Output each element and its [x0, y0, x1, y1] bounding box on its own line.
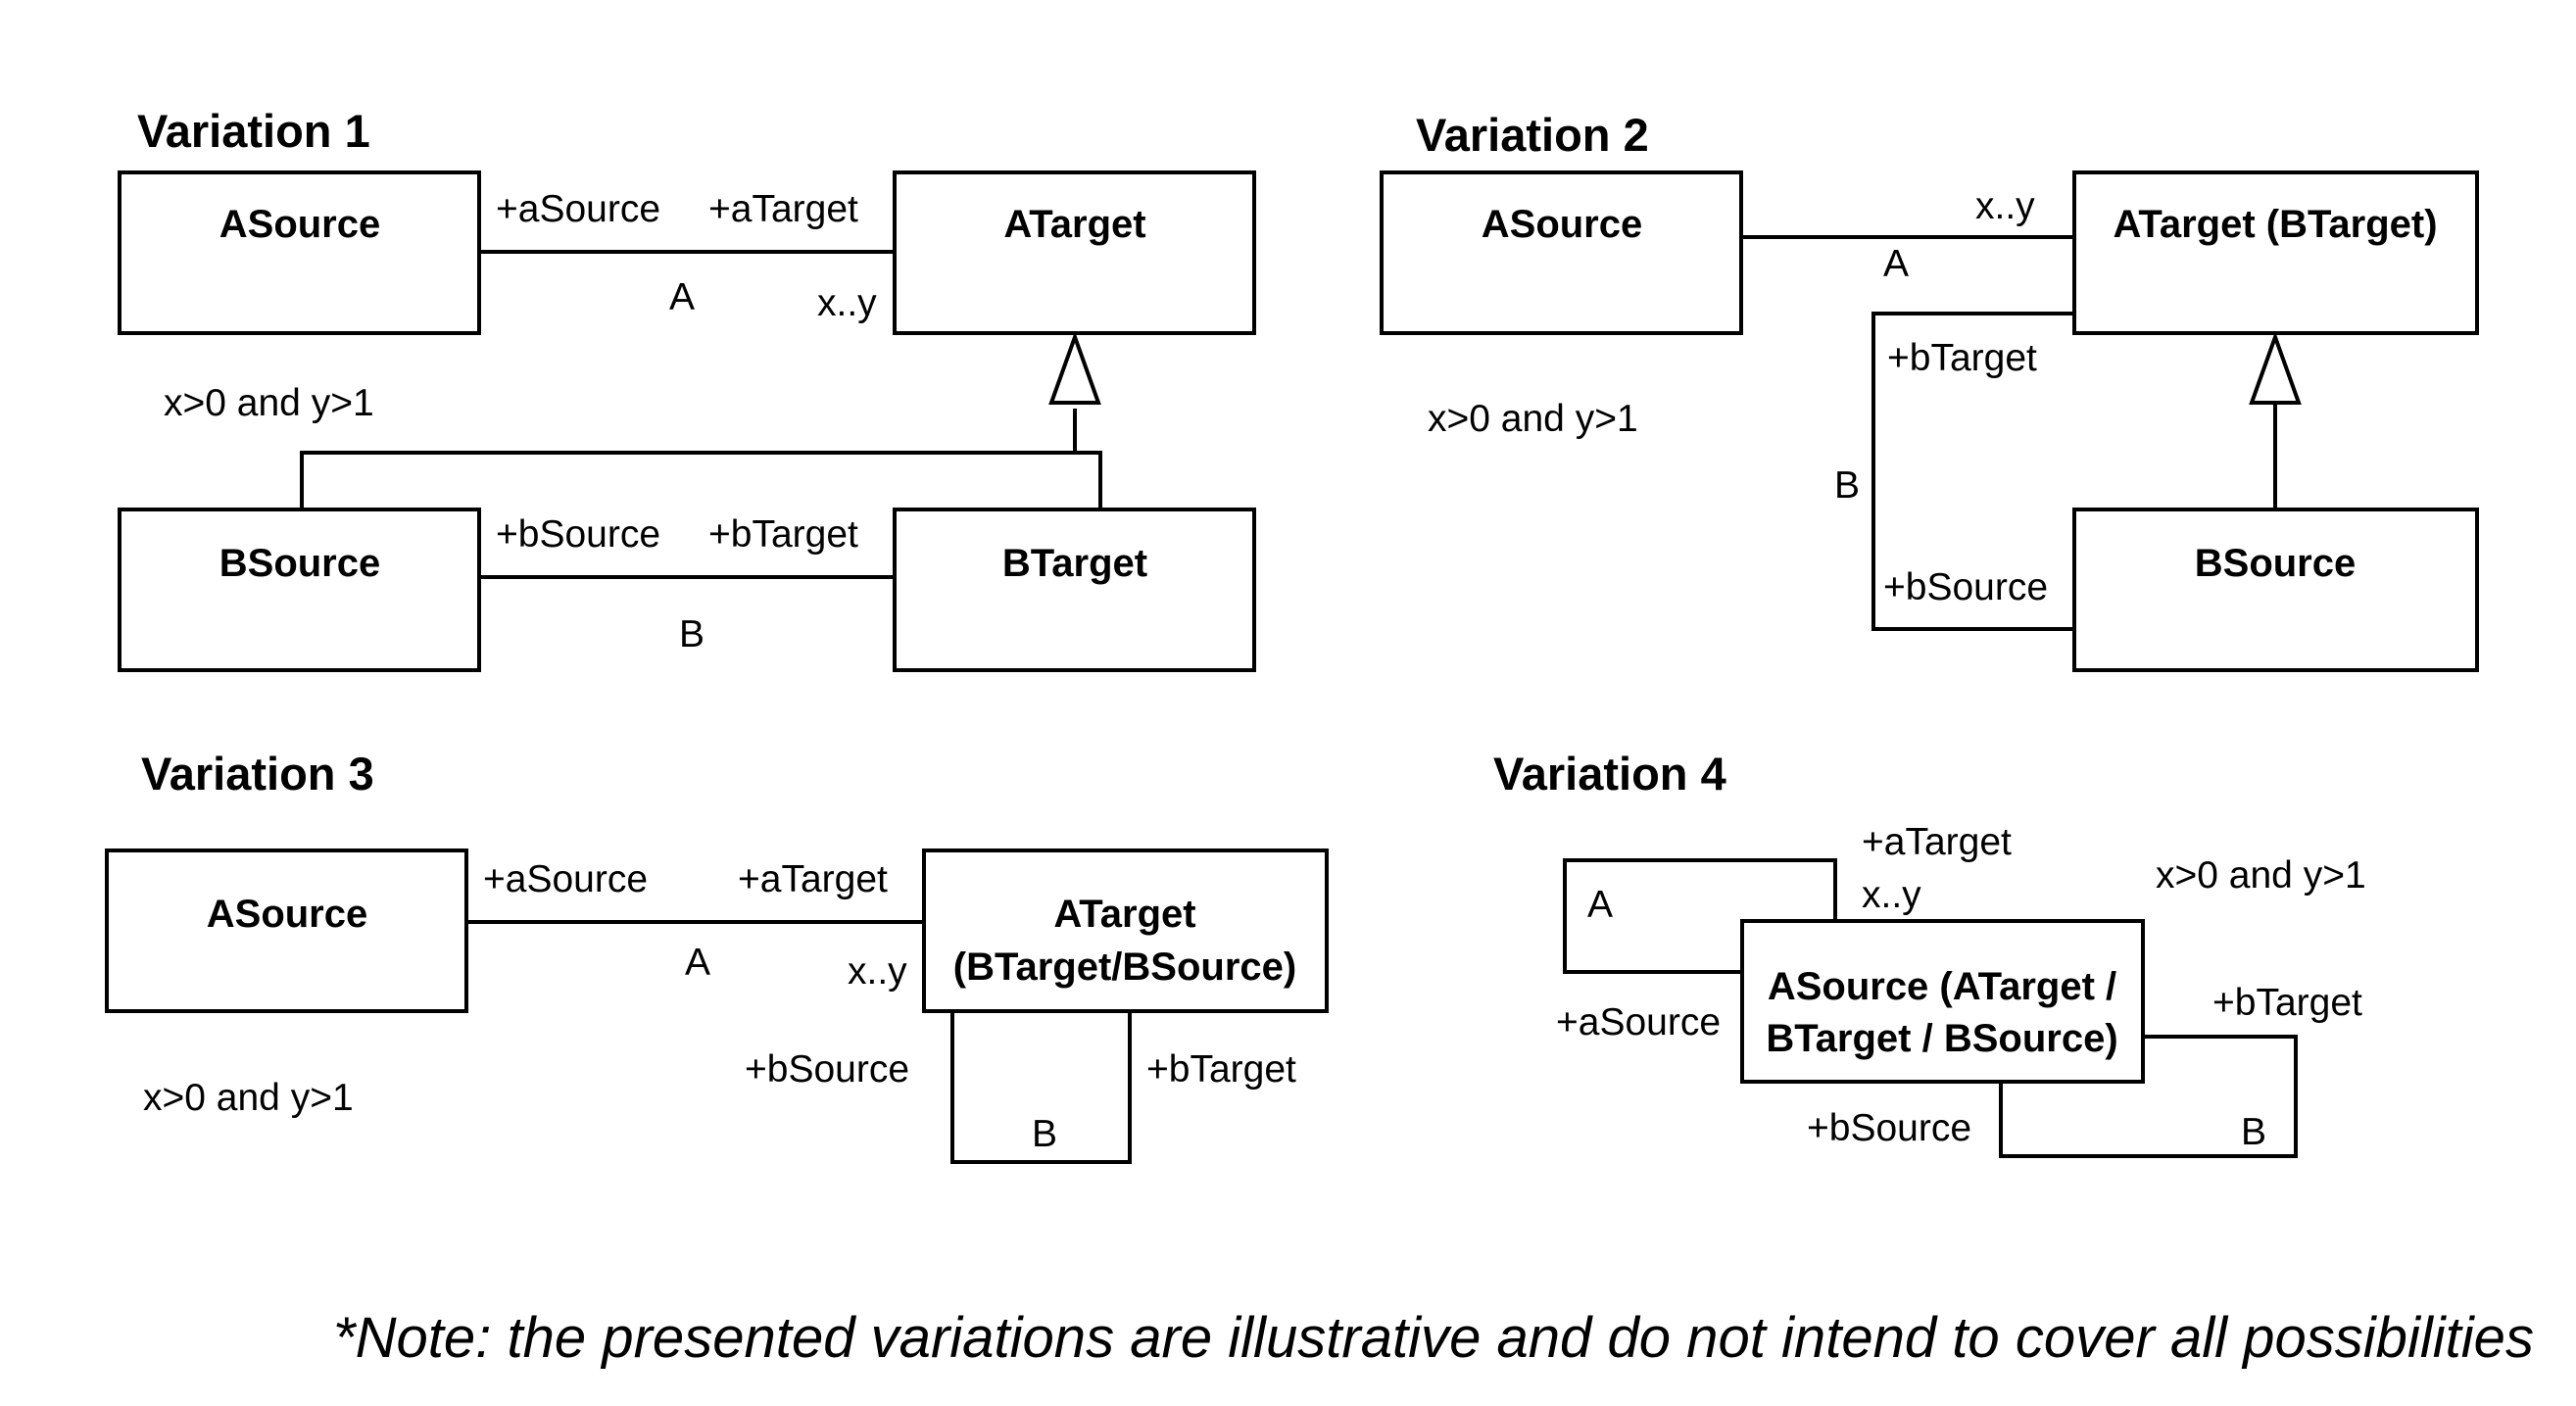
- v4-association-b-self-loop: [1999, 1035, 2298, 1158]
- v1-btarget-label: BTarget: [1002, 542, 1147, 585]
- v3-assoc-a-label: A: [685, 942, 710, 984]
- v1-role-atarget: +aTarget: [708, 188, 858, 230]
- v4-association-a-self-loop: [1563, 858, 1837, 974]
- variation-4: Variation 4 ASource (ATarget / BTarget /…: [1493, 748, 2366, 1158]
- v3-atarget-label-line1: ATarget: [1053, 893, 1195, 936]
- v4-multiplicity: x..y: [1862, 874, 1921, 916]
- v1-role-bsource: +bSource: [496, 513, 660, 556]
- v1-inheritance-arrowhead: [1048, 331, 1101, 405]
- v2-assoc-a-label: A: [1883, 243, 1909, 285]
- v2-asource-label: ASource: [1482, 203, 1643, 246]
- v1-assoc-a-label: A: [669, 276, 695, 318]
- v4-role-atarget: +aTarget: [1862, 821, 2012, 863]
- v3-role-atarget: +aTarget: [738, 858, 888, 900]
- v4-role-bsource: +bSource: [1807, 1107, 1971, 1149]
- v2-atarget-label: ATarget (BTarget): [2113, 203, 2437, 246]
- v4-class-label-line1: ASource (ATarget /: [1768, 965, 2116, 1008]
- v2-atarget-class: [2072, 170, 2479, 335]
- v1-assoc-b-label: B: [679, 613, 705, 655]
- v4-role-btarget: +bTarget: [2212, 982, 2362, 1024]
- v2-role-btarget: +bTarget: [1887, 337, 2037, 379]
- v4-constraint: x>0 and y>1: [2156, 854, 2366, 897]
- v3-constraint: x>0 and y>1: [143, 1077, 354, 1119]
- v1-asource-label: ASource: [219, 203, 381, 246]
- v1-bsource-label: BSource: [219, 542, 381, 585]
- variation-2: Variation 2 ASource ATarget (BTarget) BS…: [1380, 109, 2479, 672]
- v4-assoc-b-label: B: [2241, 1111, 2266, 1153]
- v2-inheritance-arrowhead: [2249, 331, 2302, 405]
- v1-role-btarget: +bTarget: [708, 513, 858, 556]
- v3-atarget-label-line2: (BTarget/BSource): [953, 945, 1296, 989]
- v1-atarget-label: ATarget: [1003, 203, 1145, 246]
- variation-2-title: Variation 2: [1416, 109, 1649, 161]
- v1-role-asource: +aSource: [496, 188, 660, 230]
- variation-3: Variation 3 ASource ATarget (BTarget/BSo…: [105, 748, 1329, 1164]
- v2-association-b-line: [1871, 312, 2074, 631]
- v2-constraint: x>0 and y>1: [1428, 398, 1638, 440]
- v4-role-asource: +aSource: [1556, 1001, 1721, 1043]
- v3-role-asource: +aSource: [483, 858, 648, 900]
- v2-bsource-label: BSource: [2195, 542, 2357, 585]
- v3-multiplicity: x..y: [848, 950, 907, 993]
- v3-assoc-b-label: B: [1032, 1113, 1057, 1155]
- v1-atarget-class: [893, 170, 1256, 335]
- v2-asource-class: [1380, 170, 1743, 335]
- v2-bsource-class: [2072, 508, 2479, 672]
- v3-role-bsource: +bSource: [745, 1048, 909, 1091]
- v2-assoc-b-label: B: [1834, 464, 1860, 507]
- v1-asource-class: [118, 170, 481, 335]
- variation-3-title: Variation 3: [141, 748, 374, 800]
- v2-multiplicity: x..y: [1975, 185, 2035, 227]
- v1-constraint: x>0 and y>1: [164, 382, 374, 424]
- v3-asource-label: ASource: [207, 893, 368, 936]
- v1-bsource-class: [118, 508, 481, 672]
- v4-class: [1740, 919, 2145, 1084]
- v4-assoc-a-label: A: [1587, 884, 1613, 926]
- variation-4-title: Variation 4: [1493, 748, 1726, 800]
- v4-class-label-line2: BTarget / BSource): [1766, 1017, 2117, 1060]
- v1-btarget-class: [893, 508, 1256, 672]
- v1-generalization-line: [300, 451, 1102, 509]
- variation-1-title: Variation 1: [137, 105, 370, 157]
- variation-1: Variation 1 ASource ATarget BSource BTar…: [118, 105, 1256, 672]
- v1-multiplicity: x..y: [817, 282, 877, 324]
- footnote: *Note: the presented variations are illu…: [333, 1306, 2534, 1370]
- v3-atarget-class: [922, 848, 1329, 1013]
- v3-association-b-self-loop: [950, 1011, 1132, 1164]
- v3-role-btarget: +bTarget: [1146, 1048, 1296, 1091]
- v2-role-bsource: +bSource: [1883, 566, 2048, 608]
- v3-asource-class: [105, 848, 468, 1013]
